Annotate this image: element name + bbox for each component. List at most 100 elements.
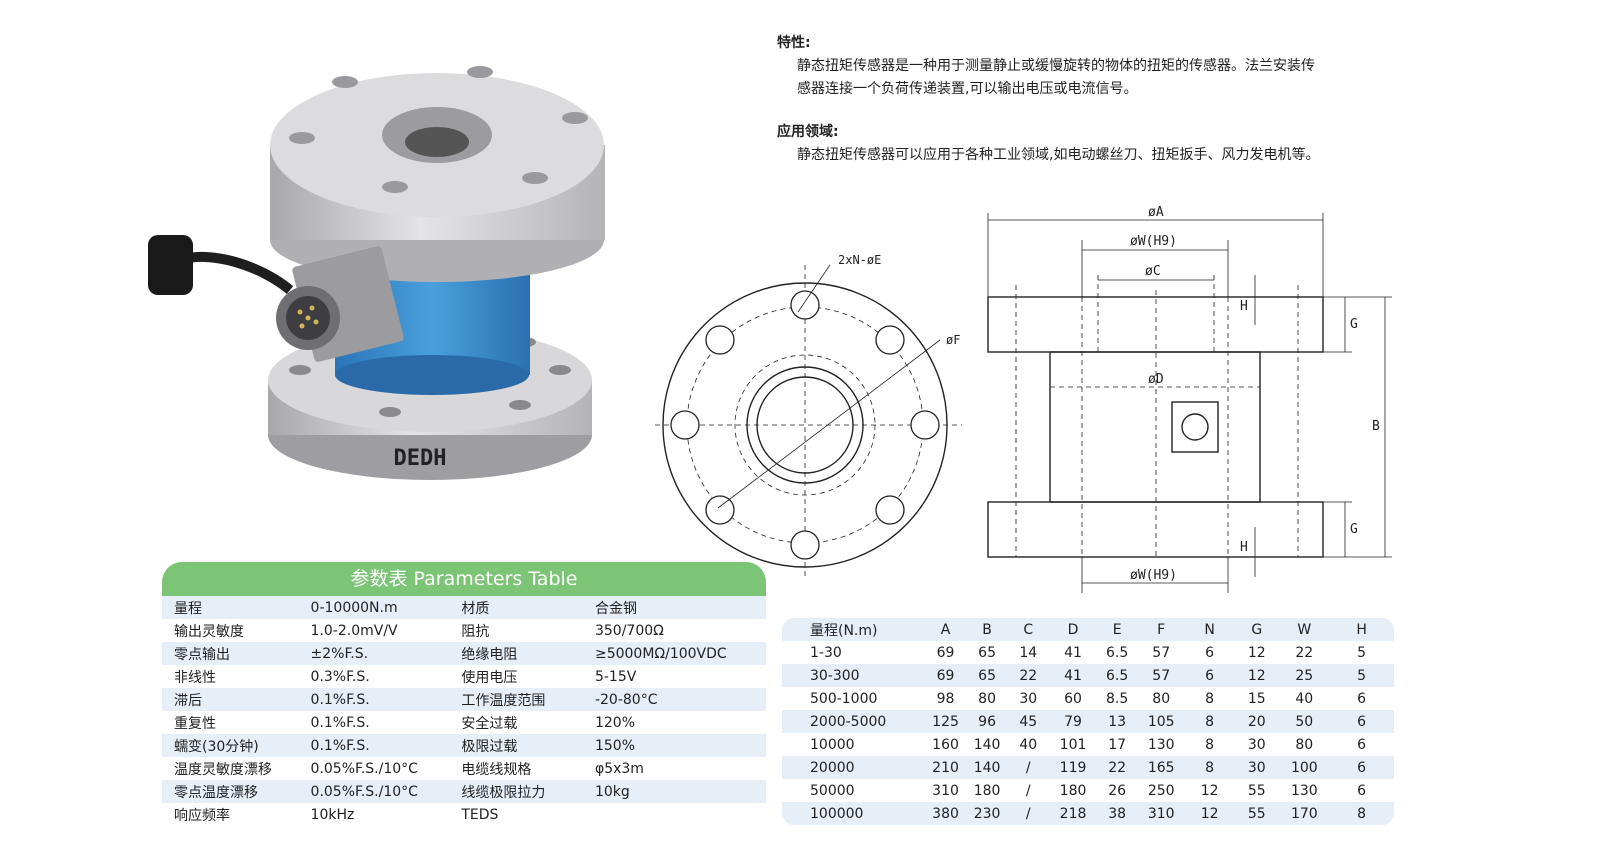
dims-cell: 130 [1279,779,1330,802]
dims-cell: 12 [1234,641,1280,664]
dims-cell: 6.5 [1097,664,1138,687]
application-heading: 应用领域: [777,124,839,140]
params-cell: 零点输出 [162,642,299,665]
dims-cell: 50000 [782,779,925,802]
params-cell [582,803,766,826]
H-top-label: H [1240,299,1248,314]
dims-cell: 41 [1049,641,1097,664]
dims-header-cell: W [1279,618,1330,641]
params-cell: 0.05%F.S./10°C [298,757,450,780]
dims-cell: 8 [1185,756,1235,779]
dims-cell: 250 [1137,779,1186,802]
params-cell: 0.1%F.S. [298,688,450,711]
phiW-bottom-label: øW(H9) [1130,568,1177,583]
dims-cell: 140 [966,733,1008,756]
dims-cell: 12 [1185,779,1235,802]
description-block: 特性: 静态扭矩传感器是一种用于测量静止或缓慢旋转的物体的扭矩的传感器。法兰安装… [777,32,1417,167]
params-cell: 蠕变(30分钟) [162,734,299,757]
params-cell: 滞后 [162,688,299,711]
params-cell: 0.1%F.S. [298,711,450,734]
dims-cell: / [1007,802,1050,825]
dims-cell: 22 [1007,664,1050,687]
dims-cell: 6 [1185,641,1235,664]
dims-cell: 140 [966,756,1008,779]
dims-cell: 12 [1185,802,1235,825]
dims-cell: 100000 [782,802,925,825]
dims-cell: 6 [1329,710,1394,733]
dims-cell: 310 [1137,802,1186,825]
params-cell: 0.05%F.S./10°C [298,780,450,803]
application-text: 静态扭矩传感器可以应用于各种工业领域,如电动螺丝刀、扭矩扳手、风力发电机等。 [797,147,1320,163]
params-cell: φ5x3m [582,757,766,780]
dims-cell: 22 [1279,641,1330,664]
dims-cell: 12 [1234,664,1280,687]
params-cell: 10kHz [298,803,450,826]
dims-cell: 6 [1185,664,1235,687]
dims-cell: 5 [1329,664,1394,687]
params-cell: 5-15V [582,665,766,688]
dims-header-cell: 量程(N.m) [782,618,925,641]
brand-logo: DEDH [394,446,447,471]
dims-cell: 125 [924,710,967,733]
features-line-2: 感器连接一个负荷传递装置,可以输出电压或电流信号。 [797,81,1138,97]
dims-cell: 80 [966,687,1008,710]
params-cell: 重复性 [162,711,299,734]
dims-cell: 80 [1279,733,1330,756]
params-cell: 绝缘电阻 [449,642,583,665]
dims-cell: 119 [1049,756,1097,779]
dims-cell: 20000 [782,756,925,779]
dims-cell: 8.5 [1097,687,1138,710]
dims-cell: / [1007,756,1050,779]
dims-cell: 25 [1279,664,1330,687]
dims-cell: 8 [1185,710,1235,733]
dims-cell: 30 [1234,733,1280,756]
front-view-drawing: 2xN-øE øF [655,253,962,580]
params-cell: 极限过载 [449,734,583,757]
dims-cell: 40 [1279,687,1330,710]
dims-cell: 15 [1234,687,1280,710]
params-cell: 安全过载 [449,711,583,734]
dims-cell: 8 [1185,687,1235,710]
dims-cell: 180 [966,779,1008,802]
params-cell: 10kg [582,780,766,803]
params-cell: ±2%F.S. [298,642,450,665]
dims-cell: 60 [1049,687,1097,710]
params-cell: 材质 [449,596,583,619]
params-cell: 0.1%F.S. [298,734,450,757]
dims-cell: 30 [1234,756,1280,779]
dims-cell: 57 [1137,664,1186,687]
features-line-1: 静态扭矩传感器是一种用于测量静止或缓慢旋转的物体的扭矩的传感器。法兰安装传 [797,58,1315,74]
phiC-label: øC [1145,264,1161,279]
dims-cell: 17 [1097,733,1138,756]
dims-cell: 69 [924,664,967,687]
params-cell: 阻抗 [449,619,583,642]
dims-cell: 69 [924,641,967,664]
params-cell: ≥5000MΩ/100VDC [582,642,766,665]
product-photo: DEDH [148,66,605,480]
dims-cell: 45 [1007,710,1050,733]
phiW-top-label: øW(H9) [1130,234,1177,249]
params-cell: TEDS [449,803,583,826]
dims-cell: 26 [1097,779,1138,802]
parameters-table-title: 参数表 Parameters Table [162,562,766,596]
params-cell: 0-10000N.m [298,596,450,619]
params-cell: 120% [582,711,766,734]
dims-cell: 65 [966,664,1008,687]
dims-cell: 13 [1097,710,1138,733]
dims-cell: 210 [924,756,967,779]
dims-header-cell: G [1234,618,1280,641]
params-cell: 工作温度范围 [449,688,583,711]
dims-cell: 5 [1329,641,1394,664]
dims-cell: 98 [924,687,967,710]
dims-cell: 310 [924,779,967,802]
